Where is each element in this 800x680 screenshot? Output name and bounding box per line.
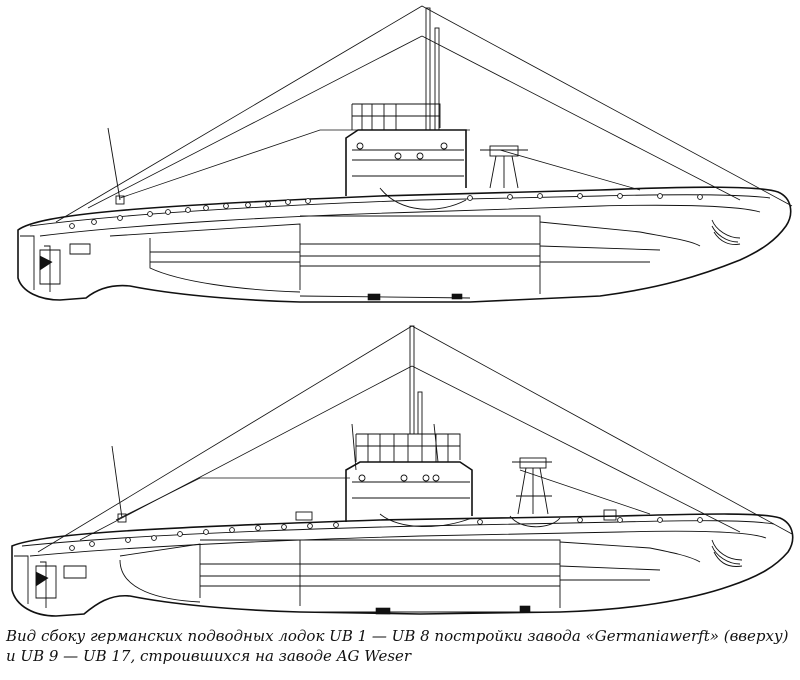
lower-deck-portholes	[69, 517, 703, 551]
figure-caption: Вид сбоку германских подводных лодок UB …	[6, 626, 796, 666]
upper-deck-portholes	[69, 193, 703, 229]
submarine-ub1-ub8-drawing	[17, 5, 793, 303]
submarine-side-view-drawings	[11, 5, 794, 617]
submarine-ub9-ub17-drawing	[11, 325, 794, 617]
caption-line-1: Вид сбоку германских подводных лодок UB …	[6, 627, 789, 645]
caption-line-2: и UB 9 — UB 17, строившихся на заводе AG…	[6, 647, 412, 665]
